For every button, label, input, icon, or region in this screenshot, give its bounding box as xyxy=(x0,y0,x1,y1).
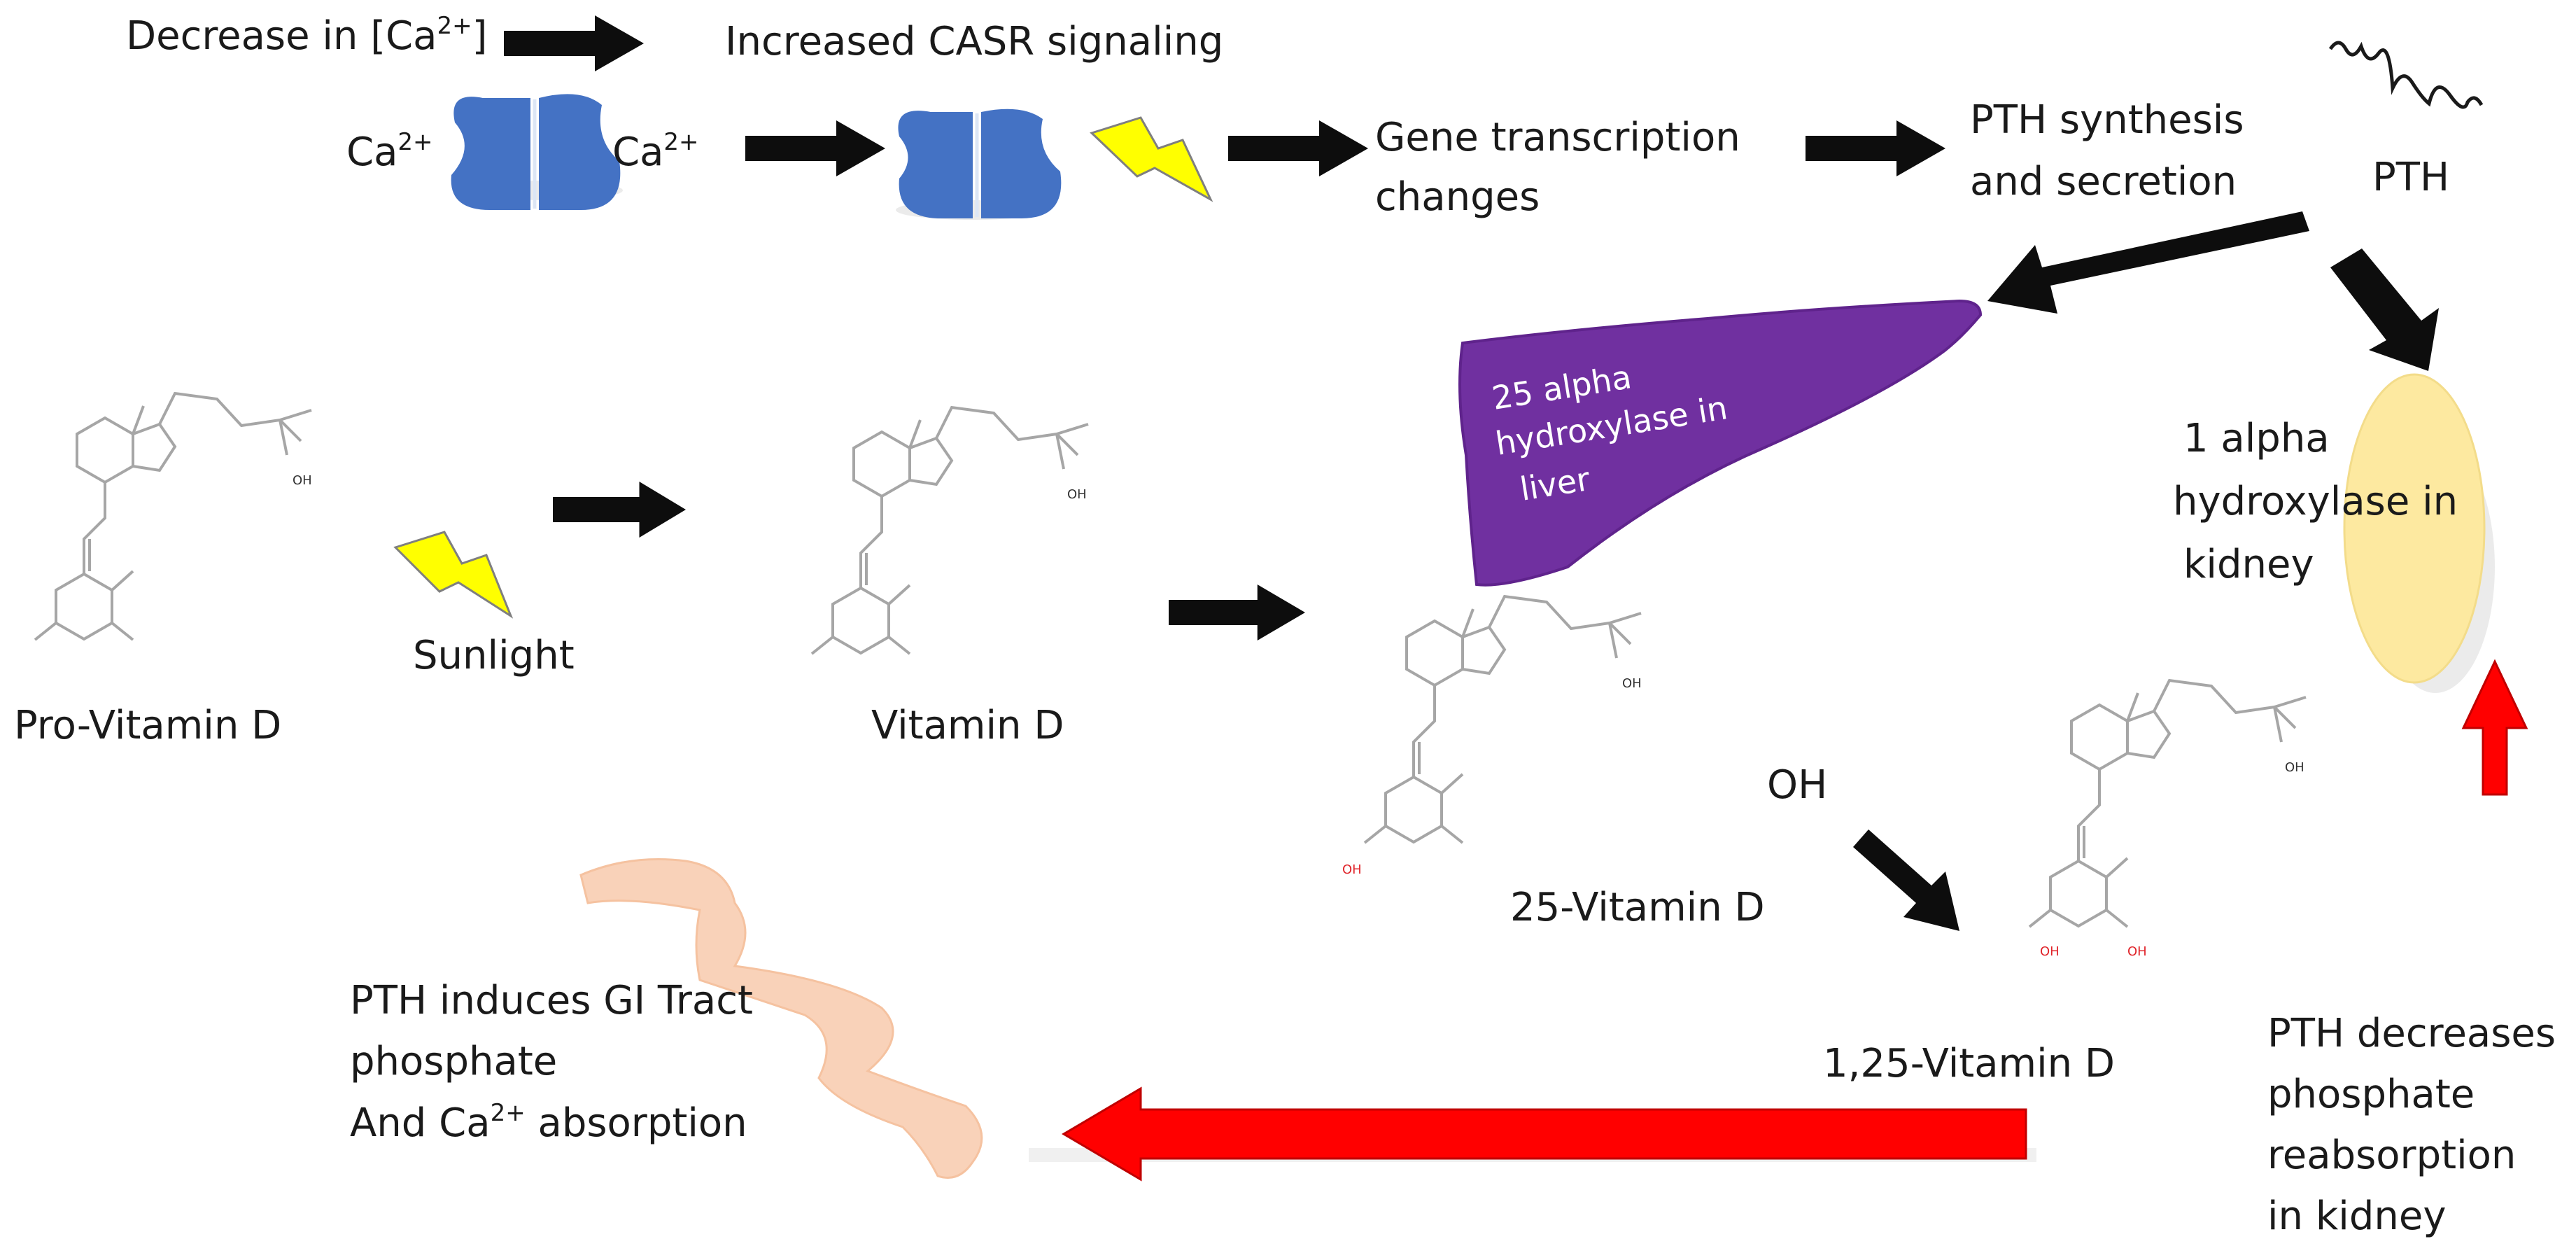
arrow-decrease-to-casr xyxy=(504,15,644,71)
liver-shape xyxy=(1458,299,1983,587)
arrow-gene-to-pth xyxy=(1806,120,1945,176)
kidney-phosphate-line3: reabsorption xyxy=(2267,1133,2516,1178)
arrow-pth-to-kidney xyxy=(2330,248,2439,371)
svg-text:OH: OH xyxy=(1622,676,1642,691)
25-vitamin-d-molecule: OH OH xyxy=(1342,595,1642,877)
gi-label-line1: PTH induces GI Tract xyxy=(350,978,753,1023)
decrease-calcium-label: Decrease in [Ca2+] xyxy=(126,12,487,59)
pth-synthesis-label: PTH synthesis xyxy=(1970,97,2244,143)
ca-left-label: Ca2+ xyxy=(346,128,433,175)
svg-text:OH: OH xyxy=(2040,944,2060,959)
pth-label: PTH xyxy=(2372,155,2449,200)
kidney-label-line2: hydroxylase in xyxy=(2173,479,2458,524)
arrow-signaling-to-gene xyxy=(1228,120,1368,176)
125-vitamin-d-molecule: OH OH OH xyxy=(2028,679,2307,959)
kidney-phosphate-line2: phosphate xyxy=(2267,1072,2475,1117)
kidney-label-line1: 1 alpha xyxy=(2183,416,2330,461)
sunlight-lightning-icon xyxy=(393,531,514,619)
arrow-sunlight-to-vitamin-d xyxy=(553,482,686,538)
gi-label-line2: phosphate xyxy=(350,1039,557,1084)
svg-text:OH: OH xyxy=(1342,862,1362,877)
casr-receptor-activated xyxy=(896,108,1062,220)
svg-text:OH: OH xyxy=(1067,487,1087,502)
oh-label: OH xyxy=(1767,762,1827,808)
svg-text:OH: OH xyxy=(2285,760,2304,775)
gene-transcription-label: Gene transcription xyxy=(1375,115,1740,160)
gi-label-line3: And Ca2+ absorption xyxy=(350,1099,747,1146)
kidney-label-line3: kidney xyxy=(2183,542,2314,587)
increased-casr-label: Increased CASR signaling xyxy=(725,19,1223,64)
vitamin-d-label: Vitamin D xyxy=(871,703,1064,748)
arrow-vitamin-d-to-25 xyxy=(1169,584,1305,640)
125-vitamin-d-label: 1,25-Vitamin D xyxy=(1823,1041,2115,1086)
arrow-125-to-gi-red xyxy=(1029,1086,2036,1182)
casr-receptor-open xyxy=(451,94,623,210)
vitamin-d-molecule: OH xyxy=(810,406,1090,655)
kidney-phosphate-line1: PTH decreases xyxy=(2267,1011,2556,1056)
arrow-pth-to-liver xyxy=(1987,211,2309,314)
pro-vitamin-d-label: Pro-Vitamin D xyxy=(14,703,281,748)
sunlight-label: Sunlight xyxy=(413,633,575,678)
arrow-receptor-to-signaling xyxy=(745,120,885,176)
pth-secretion-label: and secretion xyxy=(1970,159,2237,204)
arrow-kidney-up-red xyxy=(2461,659,2528,796)
kidney-shape xyxy=(2343,373,2495,693)
gi-tract-shape xyxy=(579,858,983,1179)
ca-right-label: Ca2+ xyxy=(612,128,699,175)
svg-text:OH: OH xyxy=(2127,944,2147,959)
signaling-lightning-icon xyxy=(1090,116,1213,202)
25-vitamin-d-label: 25-Vitamin D xyxy=(1510,885,1765,930)
arrow-25-to-125 xyxy=(1853,830,1959,931)
gene-changes-label: changes xyxy=(1375,174,1540,220)
pth-peptide-icon xyxy=(2328,41,2484,109)
kidney-phosphate-line4: in kidney xyxy=(2267,1194,2446,1239)
pro-vitamin-d-molecule: OH xyxy=(34,392,313,641)
svg-text:OH: OH xyxy=(293,473,312,488)
